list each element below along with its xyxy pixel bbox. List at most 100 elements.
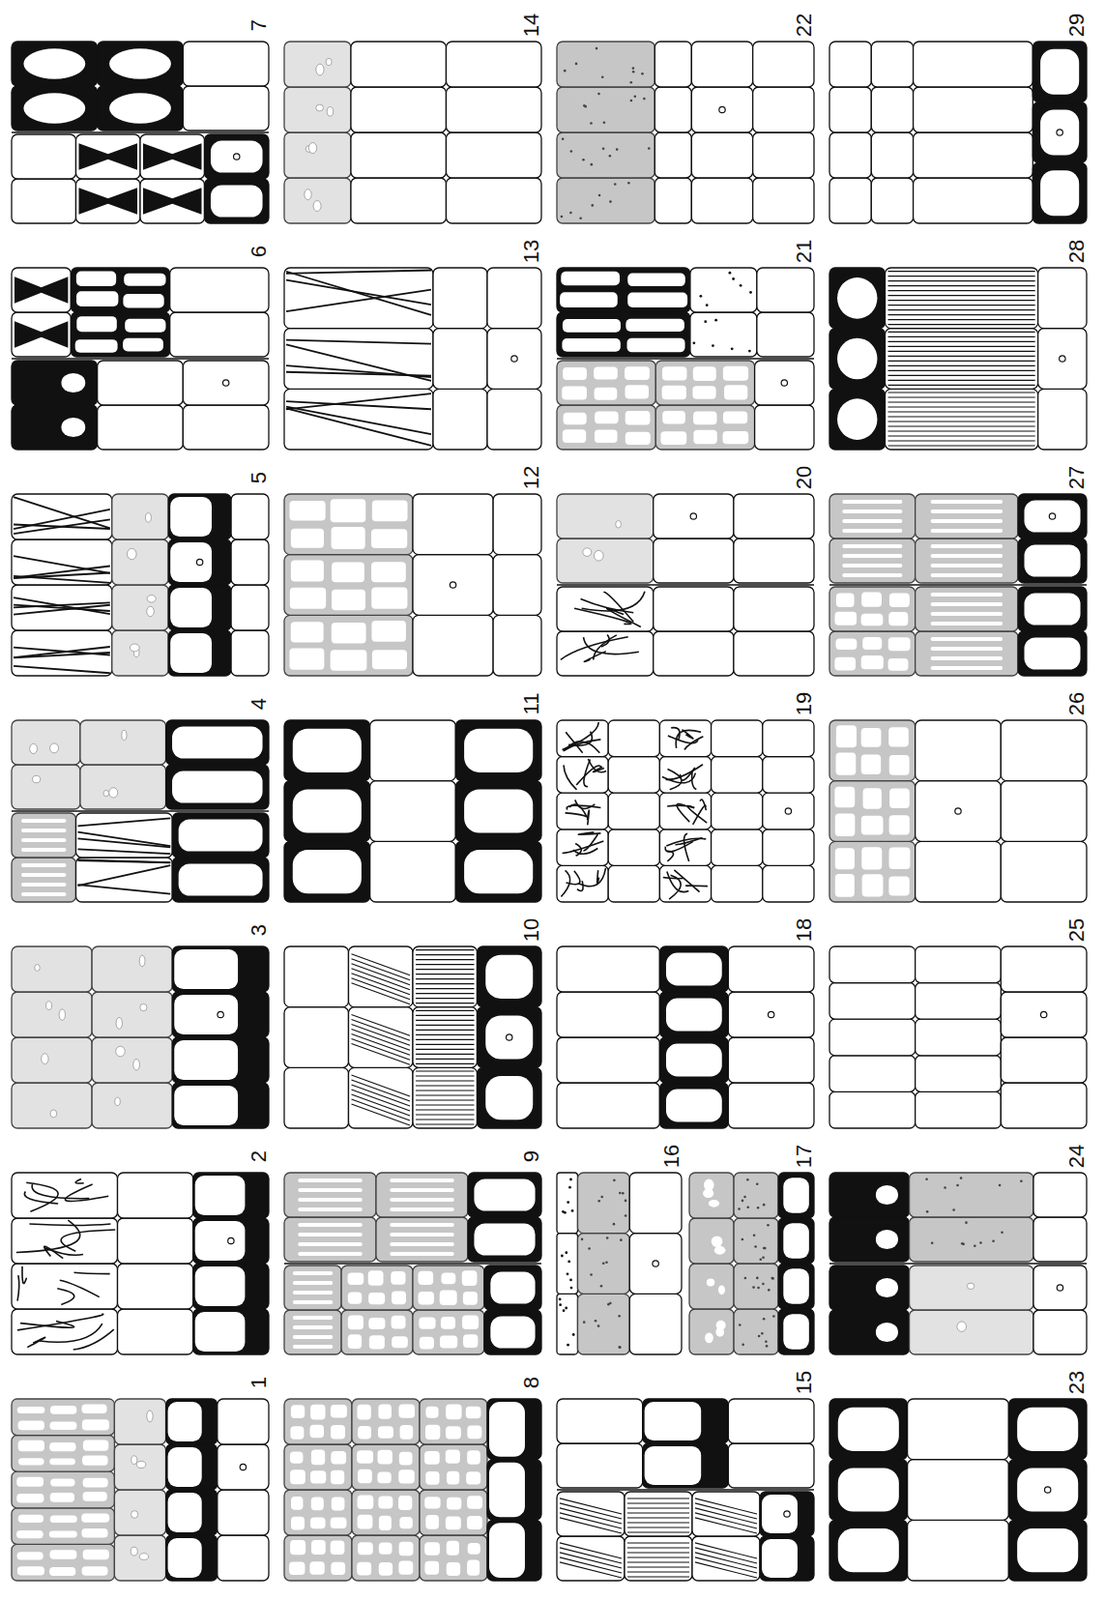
cell-wall (11, 1037, 92, 1083)
cell-lumen (875, 1185, 899, 1205)
wall-thickening (888, 430, 1036, 432)
cell-wall (11, 1398, 115, 1436)
cell-lumen (861, 613, 884, 626)
cell-wall (351, 1489, 420, 1536)
cell-wall (91, 991, 173, 1038)
cell-wall (348, 1007, 414, 1069)
cell-panel (829, 494, 1087, 676)
cell-dot (761, 1282, 765, 1286)
cell-wall (829, 267, 886, 329)
cell-lumen (330, 1541, 346, 1555)
panel-number: 4 (248, 697, 270, 710)
cell-lumen (838, 1467, 900, 1512)
cell-lumen (81, 1528, 108, 1539)
cell-lumen (368, 1270, 384, 1285)
cell-wall (350, 177, 447, 224)
wall-thickening (583, 758, 591, 786)
cell-wall (689, 1218, 734, 1264)
wall-thickening (415, 1019, 475, 1021)
cell-wall (493, 614, 542, 676)
cell-lumen (58, 1009, 65, 1020)
cell-dot (561, 137, 565, 141)
cell-wall (778, 1263, 815, 1309)
wall-thickening (415, 1039, 475, 1041)
wall-thickening (75, 1179, 85, 1185)
cell-lumen (711, 1235, 724, 1247)
cell-panel (284, 720, 542, 902)
cell-lumen (41, 1053, 49, 1065)
cell-lumen (439, 1289, 458, 1305)
wall-thickening (888, 346, 1036, 348)
cell-dot (563, 69, 567, 73)
cell-dot (762, 1317, 766, 1321)
cell-lumen (660, 431, 687, 445)
cell-dot (583, 105, 587, 109)
cell-wall (350, 87, 447, 133)
cell-lumen (17, 1406, 46, 1414)
wall-thickening (663, 877, 684, 879)
wall-thickening (888, 435, 1036, 437)
cell-wall (412, 494, 494, 555)
cell-lumen (594, 429, 618, 443)
cell-wall (168, 539, 232, 585)
cell-wall (556, 494, 654, 539)
cell-wall (97, 405, 184, 450)
cell-wall (762, 720, 815, 757)
cell-wall (1000, 781, 1087, 843)
cell-dot (741, 1238, 745, 1242)
cell-dot (570, 149, 574, 153)
cell-wall (182, 360, 269, 406)
cell-lumen (50, 1405, 77, 1415)
cell-wall (727, 1398, 815, 1444)
cell-wall (97, 360, 184, 406)
panel-number: 15 (793, 1370, 815, 1395)
cell-lumen (842, 563, 902, 568)
cell-wall (753, 177, 815, 224)
cell-lumen (930, 519, 1003, 524)
cell-wall (351, 1535, 420, 1581)
cell-lumen (464, 849, 533, 894)
cell-dot (640, 72, 644, 76)
cell-dot (739, 284, 743, 288)
cell-lumen (389, 1207, 455, 1212)
cell-lumen (330, 1516, 348, 1529)
cell-dot (605, 1260, 609, 1264)
cell-dot (714, 319, 718, 322)
cell-dot (964, 1221, 968, 1224)
wall-thickening (559, 1508, 622, 1524)
cell-wall (172, 946, 269, 992)
divider-line (11, 810, 269, 813)
cell-wall (412, 1265, 485, 1310)
cell-nucleus (652, 1260, 659, 1267)
wall-thickening (415, 1123, 475, 1125)
wall-thickening (351, 1079, 411, 1102)
cell-lumen (139, 955, 146, 967)
cell-lumen (371, 586, 408, 609)
cell-wall (370, 781, 457, 843)
cell-lumen (465, 1406, 482, 1419)
cell-wall (829, 87, 872, 133)
wall-thickening (559, 1517, 622, 1534)
wall-thickening (286, 401, 432, 409)
cell-lumen (930, 499, 1003, 504)
cell-wall (711, 792, 763, 830)
cell-wall (11, 1172, 118, 1219)
cell-lumen (1024, 592, 1081, 625)
cell-lumen (357, 1541, 374, 1555)
panel-number-text: 1 (248, 1376, 270, 1389)
cell-lumen (930, 573, 1003, 578)
cell-dot (564, 1307, 568, 1310)
cell-wall (433, 388, 488, 450)
cell-wall (11, 494, 113, 540)
cell-lumen (16, 1477, 44, 1487)
cell-lumen (465, 1471, 481, 1484)
wall-thickening (78, 848, 172, 854)
cell-lumen (417, 1291, 434, 1305)
cell-dot (607, 1303, 611, 1307)
cell-dot (748, 349, 752, 353)
cell-wall (654, 41, 692, 88)
cell-dot (752, 1285, 756, 1289)
wall-thickening (627, 1516, 690, 1518)
cell-dot (771, 1277, 775, 1280)
cell-wall (348, 946, 414, 1008)
